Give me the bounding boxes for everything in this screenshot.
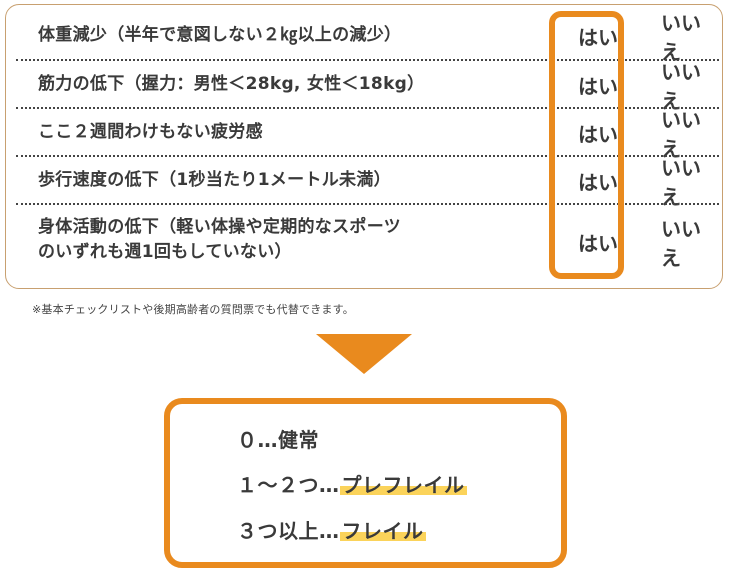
answer-no[interactable]: いいえ — [661, 156, 701, 209]
checklist-row-walking-speed: 歩行速度の低下（1秒当たり1メートル未満） はい いいえ — [16, 156, 719, 209]
answer-yes[interactable]: はい — [578, 170, 618, 195]
row-divider — [16, 107, 719, 109]
answer-no[interactable]: いいえ — [661, 11, 701, 64]
result-term: フレイル — [339, 519, 426, 543]
question-text: 身体活動の低下（軽い体操や定期的なスポーツ のいずれも週1回もしていない） — [38, 217, 401, 262]
row-divider — [16, 203, 719, 205]
result-prefrail: １～２つ…プレフレイル — [237, 469, 467, 498]
answer-yes[interactable]: はい — [578, 231, 618, 256]
checklist-row-physical-activity: 身体活動の低下（軽い体操や定期的なスポーツ のいずれも週1回もしていない） はい… — [16, 205, 719, 279]
answer-no[interactable]: いいえ — [661, 217, 701, 270]
result-term: プレフレイル — [339, 473, 467, 497]
result-frail: ３つ以上…フレイル — [237, 515, 426, 544]
down-arrow-shape — [316, 334, 412, 374]
question-text: ここ２週間わけもない疲労感 — [38, 122, 263, 142]
checklist-row-weight-loss: 体重減少（半年で意図しない２㎏以上の減少） はい いいえ — [16, 11, 719, 64]
answer-no[interactable]: いいえ — [661, 108, 701, 161]
question-text: 体重減少（半年で意図しない２㎏以上の減少） — [38, 25, 402, 45]
frailty-checklist: 体重減少（半年で意図しない２㎏以上の減少） はい いいえ 筋力の低下（握力：男性… — [5, 4, 723, 289]
result-count: ３つ以上… — [237, 519, 340, 543]
footnote: ※基本チェックリストや後期高齢者の質問票でも代替できます。 — [32, 303, 354, 316]
row-divider — [16, 59, 719, 61]
question-text: 筋力の低下（握力：男性＜28kg, 女性＜18kg） — [38, 74, 425, 94]
result-count: １～２つ… — [237, 473, 340, 497]
result-count: ０… — [237, 428, 278, 452]
answer-yes[interactable]: はい — [578, 25, 618, 50]
answer-yes[interactable]: はい — [578, 122, 618, 147]
result-healthy: ０…健常 — [237, 424, 319, 453]
down-arrow-icon — [316, 334, 412, 374]
row-divider — [16, 155, 719, 157]
checklist-row-fatigue: ここ２週間わけもない疲労感 はい いいえ — [16, 108, 719, 161]
checklist-row-muscle-weakness: 筋力の低下（握力：男性＜28kg, 女性＜18kg） はい いいえ — [16, 60, 719, 113]
result-term: 健常 — [278, 428, 319, 452]
question-text: 歩行速度の低下（1秒当たり1メートル未満） — [38, 170, 391, 190]
answer-yes[interactable]: はい — [578, 74, 618, 99]
